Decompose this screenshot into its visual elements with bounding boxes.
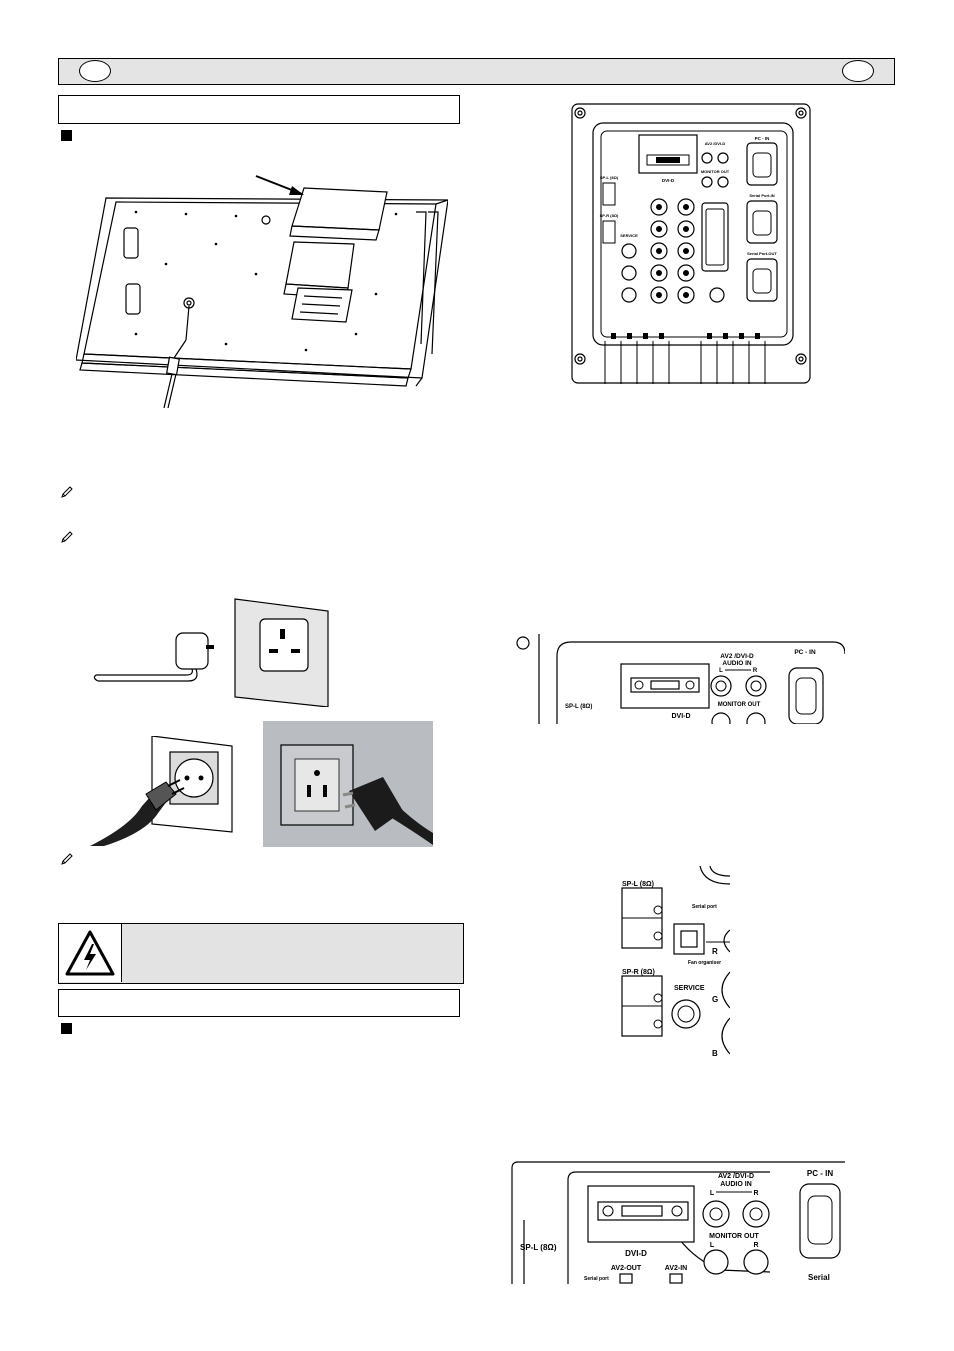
detail1-right-label: R [753,668,758,674]
detail1-spl-label: SP-L (8Ω) [565,704,592,710]
dvi-audio-pc-in-detail: DVI-D AV2 /DVI-D AUDIO IN L R MONITOR OU… [516,634,845,724]
eu-plug-socket-illustration [90,736,233,846]
language-oval-left [79,60,111,82]
detail3-right2-label: R [753,1242,758,1249]
dvi-av2-detail: DVI-D AV2 /DVI-D AUDIO IN L R MONITOR OU… [511,1161,845,1284]
header-bar [58,58,895,85]
detail3-serial-label: Serial [808,1273,830,1282]
detail1-audio-in-label: AUDIO IN [722,660,752,667]
detail1-left-label: L [719,668,723,674]
pencil-note-icon [61,531,73,543]
section-heading-1 [58,95,460,124]
uk-plug-socket-illustration [93,598,329,707]
panel-spr-label: SP-R (8Ω) [600,213,619,218]
detail2-r-label: R [712,947,718,956]
connector-panel-diagram: DVI-D PC - IN AV2 /DVI-D MONITOR OUT Ser… [571,103,811,384]
language-oval-right [842,60,874,82]
detail3-dvi-label: DVI-D [625,1249,647,1258]
bullet-square [61,130,72,141]
detail3-av2-in-label: AV2-IN [665,1265,687,1272]
detail3-audio-in-label: AUDIO IN [720,1181,752,1188]
pencil-note-icon [61,853,73,865]
detail3-left-label: L [710,1190,715,1197]
section-heading-2 [58,989,460,1017]
detail3-av2-label: AV2 /DVI-D [718,1173,754,1180]
tv-rear-illustration [76,175,448,409]
detail2-spr-label: SP-R (8Ω) [622,969,655,976]
detail3-pc-in-label: PC - IN [807,1169,833,1178]
pencil-note-icon [61,486,73,498]
detail1-pc-in-label: PC - IN [794,649,816,656]
detail3-right-label: R [753,1190,758,1197]
speaker-service-detail: SP-L (8Ω) SP-R (8Ω) Serial port Fan orga… [621,866,730,1058]
detail1-av2-label: AV2 /DVI-D [720,653,754,660]
panel-pc-in-label: PC - IN [755,136,770,141]
bullet-square [61,1023,72,1034]
detail3-spl-label: SP-L (8Ω) [520,1243,557,1252]
detail3-left2-label: L [710,1242,715,1249]
detail2-b-label: B [712,1049,718,1058]
detail2-fan-organiser-label: Fan organiser [688,960,721,966]
panel-serial-in-label: Serial Port-IN [749,193,774,198]
detail3-monitor-out-label: MONITOR OUT [709,1233,759,1240]
panel-av2-audio-label: AV2 /DVI-D [705,141,726,146]
panel-service-label: SERVICE [620,233,638,238]
panel-serial-out-label: Serial Port-OUT [747,251,777,256]
detail2-g-label: G [712,995,718,1004]
detail2-spl-label: SP-L (8Ω) [622,881,654,888]
panel-spl-label: SP-L (8Ω) [600,175,619,180]
detail2-service-label: SERVICE [674,985,705,992]
panel-monitor-out-label: MONITOR OUT [701,169,730,174]
detail1-dvi-label: DVI-D [671,713,690,720]
detail3-av2-out-label: AV2-OUT [611,1265,642,1272]
panel-dvi-label: DVI-D [662,178,675,183]
detail1-monitor-out-label: MONITOR OUT [718,702,761,708]
us-plug-socket-photo [263,721,433,847]
detail2-serial-port-label: Serial port [692,904,717,910]
high-voltage-warning-icon [65,930,115,976]
warning-box [58,923,464,984]
detail3-serial-port-label: Serial port [584,1276,609,1282]
